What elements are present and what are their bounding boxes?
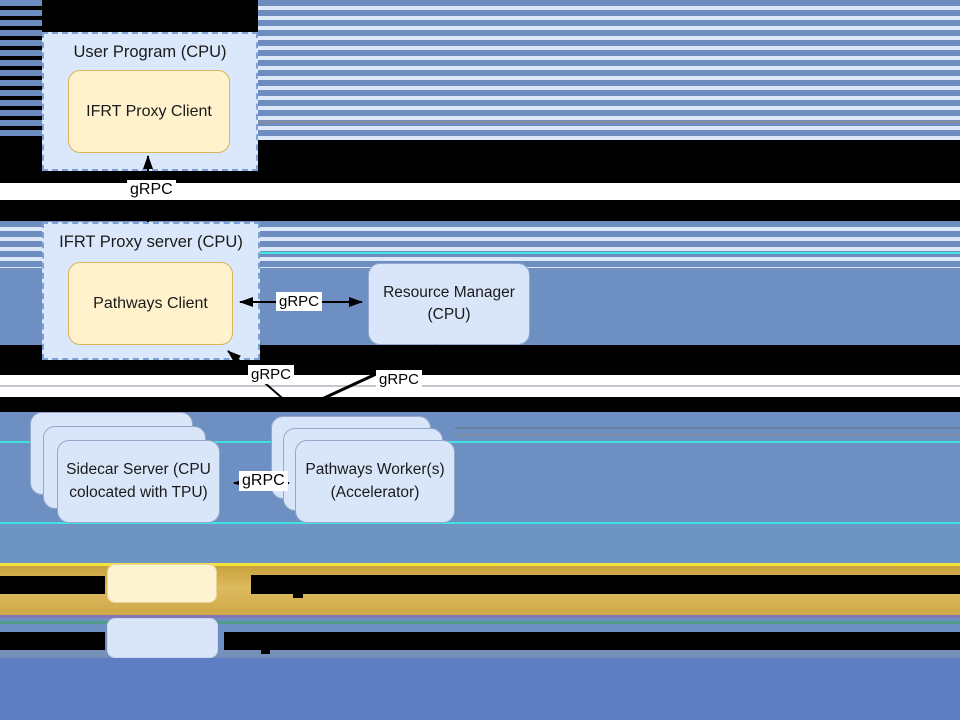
sidecar-server-label-line1: Sidecar Server (CPU [66,461,211,479]
user-program-title: User Program (CPU) [73,43,227,61]
legend-row1-redacted-label [251,575,960,594]
legend-row1-descender [293,594,303,598]
bg-blue-sliver [0,618,960,621]
bg-blue-band-5 [0,650,960,658]
legend-swatch-yellow [107,564,217,603]
resource-manager-label-line1: Resource Manager [383,283,515,301]
resource-manager-node: Resource Manager (CPU) [368,263,530,345]
grpc-label-sidecar: gRPC [239,471,288,492]
pathways-workers-node: Pathways Worker(s) (Accelerator) [295,440,455,523]
bg-steel-band [0,524,960,563]
bg-cyan-line-1 [260,252,960,254]
bg-stripes-right-top [258,0,960,140]
ifrt-proxy-server-title: IFRT Proxy server (CPU) [59,233,243,251]
bg-gray-line-1 [258,121,960,123]
pathways-client-node: Pathways Client [68,262,233,345]
resource-manager-label-line2: (CPU) [427,306,471,323]
grpc-label-client: gRPC [127,180,176,201]
bg-purple-line [0,615,960,618]
bg-cyan-line-2 [0,441,960,443]
ifrt-proxy-client-label: IFRT Proxy Client [86,102,212,120]
bg-teal-line [0,621,960,624]
legend-row2-redacted-label [224,632,960,650]
grpc-label-workers: gRPC [376,370,423,390]
pathways-client-label: Pathways Client [93,294,208,312]
bg-stripes-left-top [0,0,42,140]
grpc-label-pathways-client: gRPC [248,365,295,385]
bg-bottom-blue [0,658,960,720]
sidecar-server-node: Sidecar Server (CPU colocated with TPU) [57,440,220,523]
legend-swatch-blue [107,618,218,658]
pathways-workers-label-line1: Pathways Worker(s) [305,461,445,479]
grpc-label-resource-manager: gRPC [276,292,323,312]
legend-row2-descender [261,650,270,654]
bg-white-band-1 [0,183,960,200]
bg-cyan-line-3 [0,522,960,524]
bg-blue-band-3 [0,624,960,632]
ifrt-proxy-client-node: IFRT Proxy Client [68,70,230,153]
bg-yellow-line [0,563,960,566]
legend-row1-redacted-left [0,576,105,594]
sidecar-server-label-line2: colocated with TPU) [69,483,208,501]
legend-row2-redacted-left [0,632,105,650]
bg-gray-line-4 [455,434,960,436]
bg-gray-line-3 [455,427,960,429]
bg-gray-line-2 [0,385,960,387]
pathways-workers-label-line2: (Accelerator) [330,483,420,501]
